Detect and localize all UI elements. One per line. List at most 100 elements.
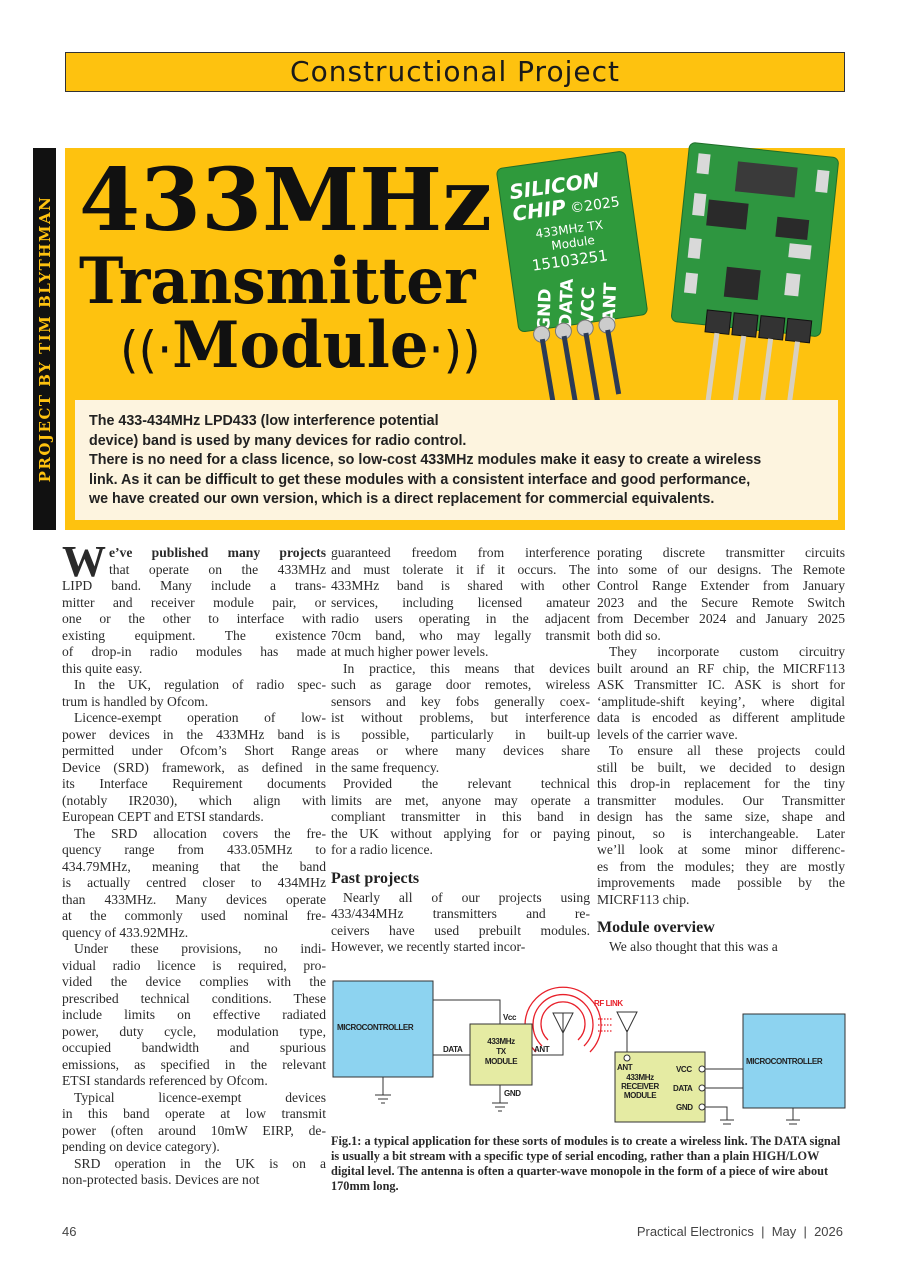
- text-line: its Interface Requirement documents: [62, 776, 326, 791]
- data-label: DATA: [673, 1084, 693, 1093]
- text-line: ETSI standards referenced by Ofcom.: [62, 1073, 268, 1088]
- text-line: the same frequency.: [331, 759, 440, 775]
- intro-box: The 433-434MHz LPD433 (low interference …: [75, 400, 838, 520]
- text-line: radio users operating in the adjacent: [331, 611, 590, 626]
- rx-module-label: MODULE: [624, 1091, 657, 1100]
- text-line: European CEPT and ETSI standards.: [62, 809, 264, 824]
- module-photo: SILICON CHIP ©2025 433MHz TX Module 1510…: [496, 142, 839, 420]
- text-line: one or the other to interface with: [62, 611, 326, 626]
- text-line: sensors and key fobs generally coex-: [331, 693, 590, 709]
- ant-label: ANT: [617, 1063, 633, 1072]
- text-line: They incorporate custom circuitry: [609, 644, 845, 659]
- text-line: 2023 and the Secure Remote Switch: [597, 594, 845, 610]
- text-line: (notably IR2030), which align with: [62, 792, 326, 808]
- text-line: such as garage door remotes, wireless: [331, 677, 590, 692]
- page-number: 46: [62, 1224, 77, 1239]
- text-line: power, duty cycle, modulation type,: [62, 1023, 326, 1039]
- intro-line: we have created our own version, which i…: [89, 491, 715, 507]
- text-line: both did so.: [597, 627, 661, 643]
- text-line: In the UK, regulation of radio spec-: [74, 677, 326, 692]
- text-line: power devices in the 433MHz band is: [62, 726, 326, 742]
- intro-line: device) band is used by many devices for…: [89, 432, 467, 449]
- text-line: improvements made possible by the: [597, 875, 845, 890]
- text-line: We also thought that this was a: [609, 939, 778, 954]
- text-line: 434.79MHz, meaning that the band: [62, 858, 326, 874]
- tx-module-label: TX: [496, 1047, 506, 1056]
- text-line: pinout, so is interchangeable. Later: [597, 825, 845, 841]
- text-line: this quite easy.: [62, 660, 143, 676]
- text-line: Licence-exempt operation of low-: [74, 710, 326, 725]
- text-line: this drop-in replacement for the tiny: [597, 776, 845, 791]
- mcu-left-label: MICROCONTROLLER: [337, 1023, 414, 1032]
- text-line: mitter and receiver module pair, or: [62, 594, 326, 610]
- text-line: prescribed technical conditions. These: [62, 990, 326, 1006]
- text-line: quency of 433.92MHz.: [62, 924, 189, 940]
- text-line: ceivers have used prebuilt modules.: [331, 922, 590, 938]
- text-line: is possible, particularly in built-up: [331, 726, 590, 742]
- rx-module-box: [614, 1051, 706, 1123]
- text-line: from December 2024 and January 2025: [597, 611, 845, 626]
- text-line: that operate on the 433MHz: [109, 561, 326, 577]
- text-line: To ensure all these projects could: [609, 743, 845, 758]
- intro-line: link. As it can be difficult to get thes…: [89, 471, 751, 488]
- text-line: MICRF113 chip.: [597, 891, 690, 907]
- rx-module-label: 433MHz: [626, 1073, 654, 1082]
- text-line: in this band operate at low transmit: [62, 1106, 326, 1121]
- svg-text:DATA: DATA: [556, 277, 578, 328]
- pcb-back: [671, 142, 839, 420]
- vcc-label: Vcc: [503, 1013, 517, 1022]
- mcu-right-label: MICROCONTROLLER: [746, 1057, 823, 1066]
- byline: PROJECT BY TIM BLYTHMAN: [35, 195, 54, 483]
- tx-module-label: MODULE: [485, 1057, 518, 1066]
- text-line: services, including licensed amateur: [331, 594, 590, 610]
- text-line: vided the device complies with the: [62, 974, 326, 989]
- text-line: than 433MHz. Many devices operate: [62, 891, 326, 907]
- text-line: pending on device category).: [62, 1139, 220, 1154]
- mcu-right-box: [742, 1013, 846, 1109]
- text-line: ASK Transmitter IC. ASK is short for: [597, 677, 845, 692]
- text-line: porating discrete transmitter circuits: [597, 545, 845, 560]
- text-line: Under these provisions, no indi-: [74, 941, 326, 956]
- gnd-label: GND: [676, 1103, 693, 1112]
- text-line: for a radio licence.: [331, 842, 433, 857]
- radio-wave-left-icon: ((·: [120, 321, 173, 379]
- intro-line: There is no need for a class licence, so…: [89, 452, 762, 468]
- ant-label: ANT: [534, 1045, 550, 1054]
- tx-module-box: [469, 1023, 533, 1086]
- text-line: LIPD band. Many include a trans-: [62, 578, 326, 593]
- rf-link-label: RF LINK: [594, 999, 623, 1008]
- data-label: DATA: [443, 1045, 463, 1054]
- byline-strip: PROJECT BY TIM BLYTHMAN: [33, 148, 56, 530]
- text-line: occupied bandwidth and spurious: [62, 1040, 326, 1055]
- svg-text:VCC: VCC: [578, 286, 599, 325]
- mcu-left-box: [332, 980, 434, 1078]
- text-line: data is encoded as different amplitude: [597, 710, 845, 725]
- fig1-diagram: MICROCONTROLLER MICROCONTROLLER 433MHz T…: [332, 980, 846, 1125]
- text-line: ist without problems, but interference: [331, 710, 590, 725]
- tx-module-label: 433MHz: [487, 1037, 515, 1046]
- rx-module-label: RECEIVER: [621, 1082, 659, 1091]
- text-line: 70cm band, who may legally transmit: [331, 627, 590, 643]
- text-line: Provided the relevant technical: [343, 776, 590, 791]
- text-line: guaranteed freedom from interference: [331, 545, 590, 560]
- title-line-3: ((·Module·)): [120, 308, 481, 383]
- text-line: design has the same size, shape and: [597, 809, 845, 824]
- text-line: transmitter modules. Our Transmitter: [597, 792, 845, 808]
- text-line: Nearly all of our projects using: [343, 889, 590, 905]
- text-line: emissions, as specified in the relevant: [62, 1056, 326, 1072]
- text-line: still be built, we decided to design: [597, 759, 845, 775]
- title-module-word: Module: [172, 308, 429, 383]
- text-line: is actually centred closer to 434MHz: [62, 875, 326, 890]
- text-line: and must tolerate it if it occurs. The: [331, 561, 590, 577]
- section-heading: Module overview: [597, 919, 715, 936]
- text-line: levels of the carrier wave.: [597, 726, 738, 742]
- text-line: 433MHz band is shared with other: [331, 578, 590, 593]
- section-header: Constructional Project: [65, 52, 845, 92]
- vcc-label: VCC: [676, 1065, 692, 1074]
- svg-text:GND: GND: [534, 288, 555, 331]
- publication-footer: Practical Electronics | May | 2026: [636, 1224, 843, 1239]
- text-line: es from the modules; they are mostly: [597, 858, 845, 874]
